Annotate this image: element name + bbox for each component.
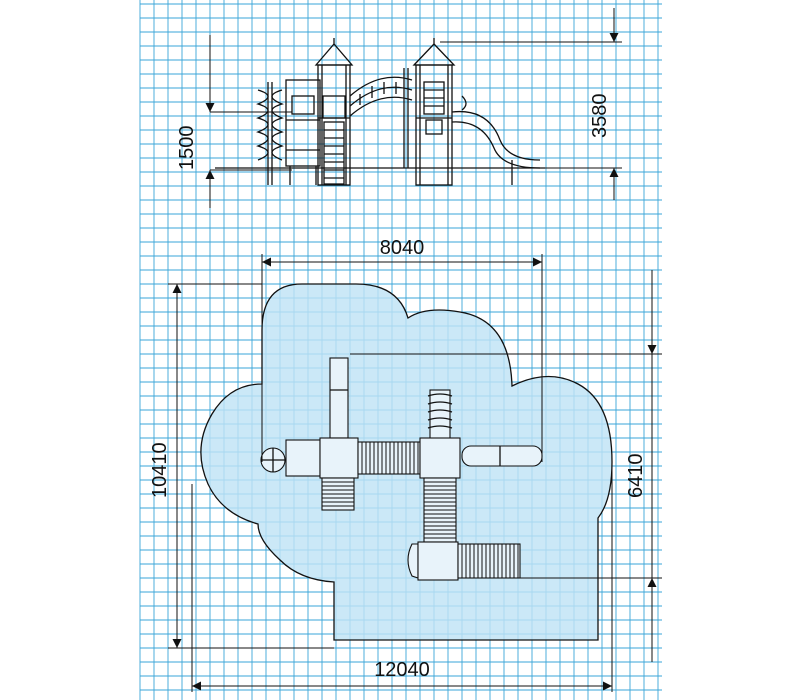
right-tower (403, 38, 456, 186)
dimension-label-platform-height: 1500 (176, 126, 198, 171)
arched-bridge (349, 76, 413, 117)
slide (451, 95, 541, 185)
dimension-total-width: 12040 (191, 462, 613, 692)
dimension-label-total-depth: 10410 (149, 442, 171, 498)
dimension-upper-width: 8040 (261, 237, 543, 462)
plan-steps-left (321, 477, 355, 511)
dimension-label-total-width: 12040 (374, 659, 430, 681)
plan-slide-right (461, 445, 543, 467)
left-platform (285, 79, 321, 185)
plan-bridge-left (260, 437, 461, 479)
plan-bridge-vertical (423, 477, 457, 543)
dimension-right-depth: 6410 (350, 270, 662, 662)
dimension-total-height: 3580 (440, 8, 622, 200)
elevation-view: 1500 3580 (176, 8, 622, 208)
plan-view: 8040 10410 6410 12040 (149, 237, 662, 692)
dimension-label-upper-width: 8040 (380, 237, 425, 259)
dimension-label-right-depth: 6410 (625, 454, 647, 499)
plan-bottom-platform (407, 541, 521, 581)
plan-spiral-climber (427, 389, 453, 441)
dimension-total-depth: 10410 (149, 283, 334, 649)
dimension-label-total-height: 3580 (589, 94, 611, 139)
left-tower (314, 38, 354, 186)
spiral-climber (256, 82, 284, 185)
dimension-platform-height: 1500 (176, 35, 292, 208)
plan-slide-top (329, 357, 349, 439)
